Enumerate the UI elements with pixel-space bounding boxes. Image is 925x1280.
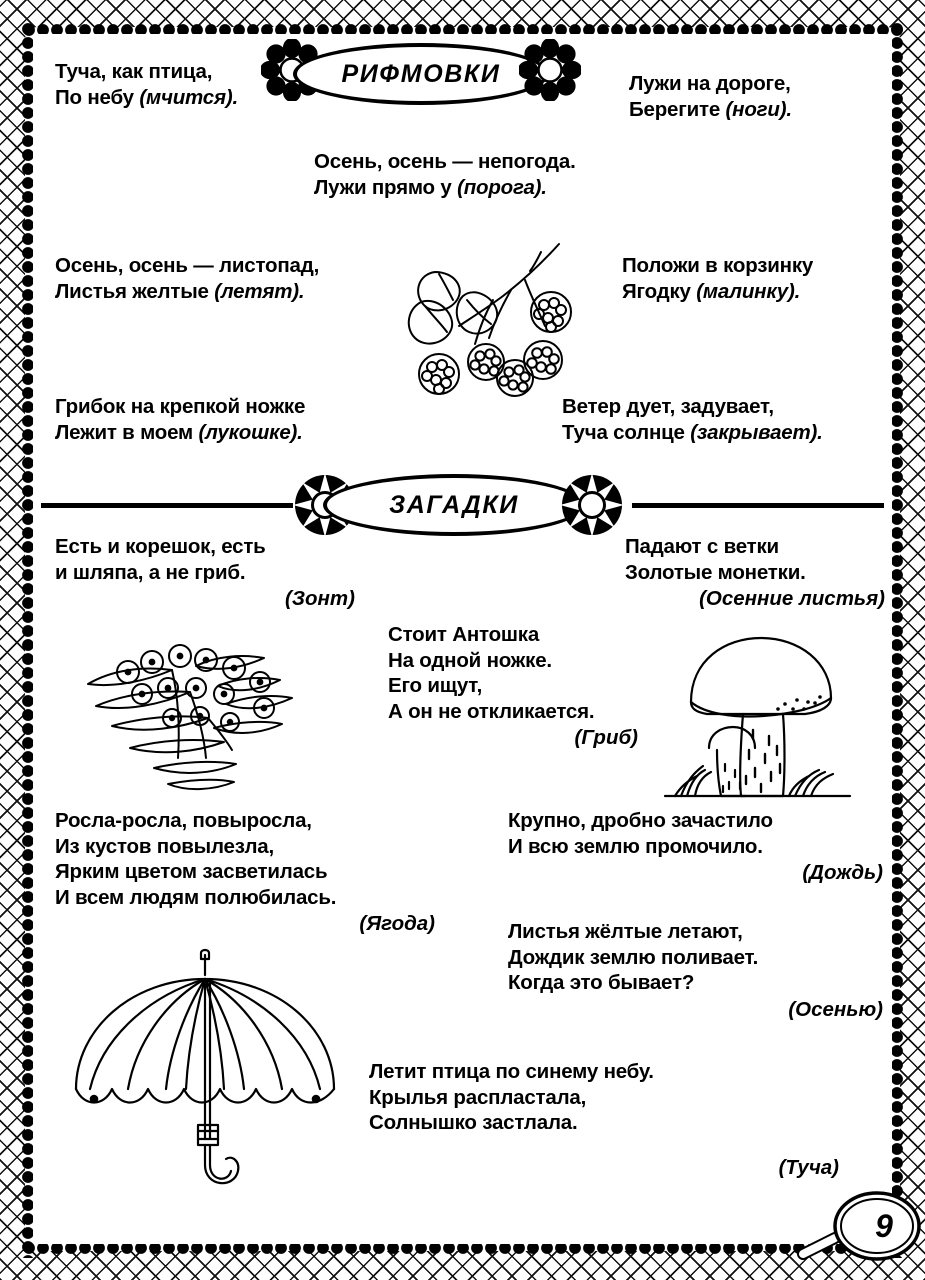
rhyme-line: По небу (мчится).: [55, 85, 238, 109]
rhyme-line: Осень, осень — листопад,: [55, 254, 320, 277]
riddle-berry: Росла-росла, повыросла, Из кустов повыле…: [55, 808, 435, 937]
rhyme-wind-blows: Ветер дует, задувает, Туча солнце (закры…: [562, 394, 823, 445]
rhyme-line: Туча солнце (закрывает).: [562, 420, 823, 444]
riddle-autumn-leaves: Падают с ветки Золотые монетки. (Осенние…: [625, 534, 885, 612]
riddle-autumn-season: Листья жёлтые летают, Дождик землю полив…: [508, 919, 883, 1023]
rhyme-answer-inline: (летят).: [214, 279, 305, 303]
riddle-line: Солнышко застлала.: [369, 1111, 578, 1134]
umbrella-illustration: [74, 948, 336, 1185]
riddle-line: Его ищут,: [388, 674, 483, 697]
riddle-umbrella: Есть и корешок, есть и шляпа, а не гриб.…: [55, 534, 355, 612]
riddle-line: Есть и корешок, есть: [55, 535, 266, 558]
divider-line-right: [632, 503, 884, 508]
flower-icon: [519, 39, 581, 101]
riddle-line: Стоит Антошка: [388, 623, 540, 646]
riddle-line: И всю землю промочило.: [508, 834, 763, 858]
riddle-answer: (Гриб): [574, 726, 638, 749]
mushroom-illustration: [663, 636, 852, 798]
rhyme-line: Туча, как птица,: [55, 60, 213, 83]
riddle-line: Из кустов повылезла,: [55, 834, 274, 858]
rhyme-line: Лежит в моем (лукошке).: [55, 420, 303, 444]
rhyme-basket-berry: Положи в корзинку Ягодку (малинку).: [622, 253, 813, 304]
riddle-answer: (Дождь): [802, 861, 883, 884]
rhyme-cloud-bird: Туча, как птица, По небу (мчится).: [55, 59, 238, 110]
riddle-answer: (Зонт): [285, 587, 355, 610]
riddle-line: Листья жёлтые летают,: [508, 920, 743, 943]
divider-line-left: [41, 503, 293, 508]
riddle-line: А он не откликается.: [388, 699, 595, 723]
riddle-line: И всем людям полюбилась.: [55, 885, 337, 909]
section-header-rhymes: РИФМОВКИ: [261, 39, 581, 111]
riddle-line: Росла-росла, повыросла,: [55, 809, 312, 832]
rhyme-answer-inline: (ноги).: [725, 97, 793, 121]
riddle-answer: (Осенью): [788, 997, 883, 1021]
rhyme-line: Берегите (ноги).: [629, 97, 793, 121]
rhyme-line: Ягодку (малинку).: [622, 279, 801, 303]
wavy-edge-right-icon: [890, 22, 904, 1258]
riddle-antoshka-mushroom: Стоит Антошка На одной ножке. Его ищут, …: [388, 622, 638, 751]
rhyme-answer-inline: (мчится).: [139, 85, 238, 109]
riddles-title-oval: ЗАГАДКИ: [323, 474, 585, 536]
rhymes-title: РИФМОВКИ: [341, 59, 501, 88]
wavy-edge-bottom-icon: [22, 1241, 903, 1255]
rhymes-title-oval: РИФМОВКИ: [293, 43, 549, 105]
section-header-riddles: ЗАГАДКИ: [33, 469, 892, 541]
rhyme-line: Осень, осень — непогода.: [314, 150, 576, 173]
rhyme-line: Листья желтые (летят).: [55, 279, 305, 303]
riddle-line: На одной ножке.: [388, 648, 552, 672]
rhyme-line: Лужи прямо у (порога).: [314, 175, 547, 199]
riddle-line: Крупно, дробно зачастило: [508, 809, 773, 832]
rhyme-answer-inline: (порога).: [457, 175, 547, 199]
riddle-line: Падают с ветки: [625, 535, 779, 558]
magnifier-page-badge: 9: [791, 1182, 921, 1278]
rhyme-answer-inline: (закрывает).: [690, 420, 823, 444]
riddle-answer: (Осенние листья): [699, 587, 885, 610]
rhyme-mushroom-stem: Грибок на крепкой ножке Лежит в моем (лу…: [55, 394, 305, 445]
cranberry-bush-illustration: [87, 644, 293, 791]
rhyme-puddles-road: Лужи на дороге, Берегите (ноги).: [629, 71, 792, 122]
rhyme-answer-inline: (малинку).: [696, 279, 801, 303]
raspberry-branch-illustration: [407, 243, 572, 397]
riddle-line: Золотые монетки.: [625, 560, 806, 584]
riddle-line: Дождик землю поливает.: [508, 945, 759, 969]
wavy-edge-top-icon: [22, 23, 903, 37]
rhyme-line: Лужи на дороге,: [629, 72, 791, 95]
rhyme-autumn-badweather: Осень, осень — непогода. Лужи прямо у (п…: [314, 149, 576, 200]
magnifier-icon: [797, 1191, 921, 1261]
riddle-answer: (Туча): [778, 1155, 839, 1179]
rhyme-line: Положи в корзинку: [622, 254, 814, 277]
rhyme-line: Ветер дует, задувает,: [562, 395, 774, 418]
riddle-rain: Крупно, дробно зачастило И всю землю про…: [508, 808, 883, 886]
riddle-line: и шляпа, а не гриб.: [55, 560, 246, 584]
riddle-cloud: Летит птица по синему небу. Крылья распл…: [369, 1059, 839, 1181]
riddle-line: Когда это бывает?: [508, 971, 695, 994]
rhyme-leaffall: Осень, осень — листопад, Листья желтые (…: [55, 253, 319, 304]
page-number: 9: [875, 1207, 893, 1244]
rhyme-answer-inline: (лукошке).: [198, 420, 303, 444]
wavy-edge-left-icon: [21, 22, 35, 1258]
riddles-title: ЗАГАДКИ: [389, 490, 519, 519]
rhyme-line: Грибок на крепкой ножке: [55, 395, 306, 418]
riddle-line: Крылья распластала,: [369, 1085, 587, 1109]
riddle-answer: (Ягода): [359, 912, 435, 935]
riddle-line: Летит птица по синему небу.: [369, 1060, 654, 1083]
starburst-icon: [560, 473, 624, 537]
riddle-line: Ярким цветом засветилась: [55, 860, 328, 883]
page-content: РИФМОВКИ Туча, как птица, По небу (м: [33, 34, 892, 1244]
